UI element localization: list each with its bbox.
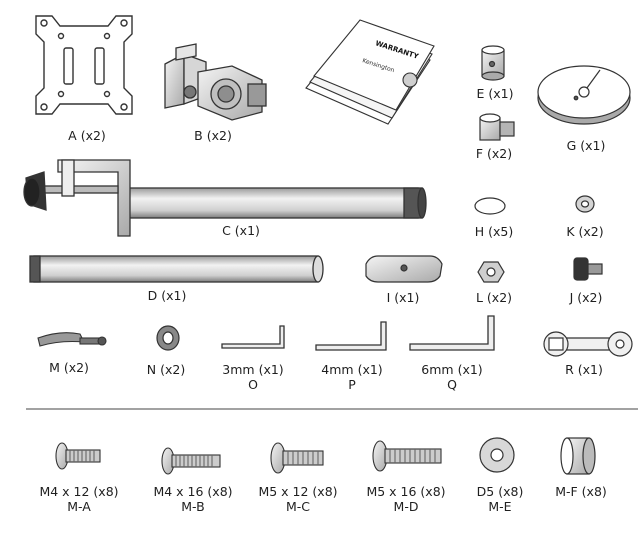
warranty-documents <box>305 19 435 125</box>
spacer-m-f <box>560 437 596 475</box>
hex-key-4mm <box>315 321 387 351</box>
hex-key-6mm <box>409 315 495 351</box>
part-n-spacer <box>156 325 180 351</box>
screw-m-d <box>372 440 442 472</box>
label-part-h: H (x5) <box>474 224 514 239</box>
label-part-k: K (x2) <box>566 224 604 239</box>
label-part-j: J (x2) <box>569 290 603 305</box>
screw-m-c <box>270 442 324 474</box>
part-i-connector <box>365 255 443 283</box>
label-screw-m-a: M4 x 12 (x8)M-A <box>39 484 119 514</box>
label-screw-m-c: M5 x 12 (x8)M-C <box>258 484 338 514</box>
part-h-washer <box>474 197 506 215</box>
part-j-thumb-screw <box>573 257 603 281</box>
label-part-r: R (x1) <box>565 362 603 377</box>
label-part-e: E (x1) <box>476 86 514 101</box>
label-part-n: N (x2) <box>146 362 186 377</box>
part-a-vesa-plate <box>35 15 133 115</box>
part-e-collar <box>481 45 505 81</box>
label-hex-6mm: 6mm (x1)Q <box>421 362 483 392</box>
part-r-wrench <box>543 331 633 357</box>
label-part-g: G (x1) <box>566 138 606 153</box>
label-part-i: I (x1) <box>386 290 420 305</box>
part-m-cam-lever <box>37 332 107 347</box>
screw-m-b <box>161 447 221 475</box>
part-f-stop-collar <box>479 113 515 141</box>
label-part-f: F (x2) <box>475 146 513 161</box>
part-g-base-disc <box>537 65 631 125</box>
label-part-c: C (x1) <box>222 223 260 238</box>
label-part-m: M (x2) <box>49 360 89 375</box>
label-hex-3mm: 3mm (x1)O <box>222 362 284 392</box>
label-part-b: B (x2) <box>194 128 232 143</box>
part-d-extension-pole <box>29 255 324 283</box>
hex-key-3mm <box>221 325 285 349</box>
part-l-nut <box>477 261 505 283</box>
label-screw-m-d: M5 x 16 (x8)M-D <box>366 484 446 514</box>
label-spacer-m-f: M-F (x8) <box>555 484 607 499</box>
label-hex-4mm: 4mm (x1)P <box>321 362 383 392</box>
screw-m-a <box>55 442 101 470</box>
label-washer-m-e: D5 (x8)M-E <box>476 484 524 514</box>
part-b-tilt-bracket <box>164 43 267 121</box>
label-screw-m-b: M4 x 16 (x8)M-B <box>153 484 233 514</box>
label-part-a: A (x2) <box>68 128 106 143</box>
label-part-d: D (x1) <box>147 288 187 303</box>
label-part-l: L (x2) <box>475 290 513 305</box>
washer-m-e <box>479 437 515 473</box>
part-k-washer <box>575 195 595 213</box>
part-c-pole-clamp <box>23 159 427 237</box>
